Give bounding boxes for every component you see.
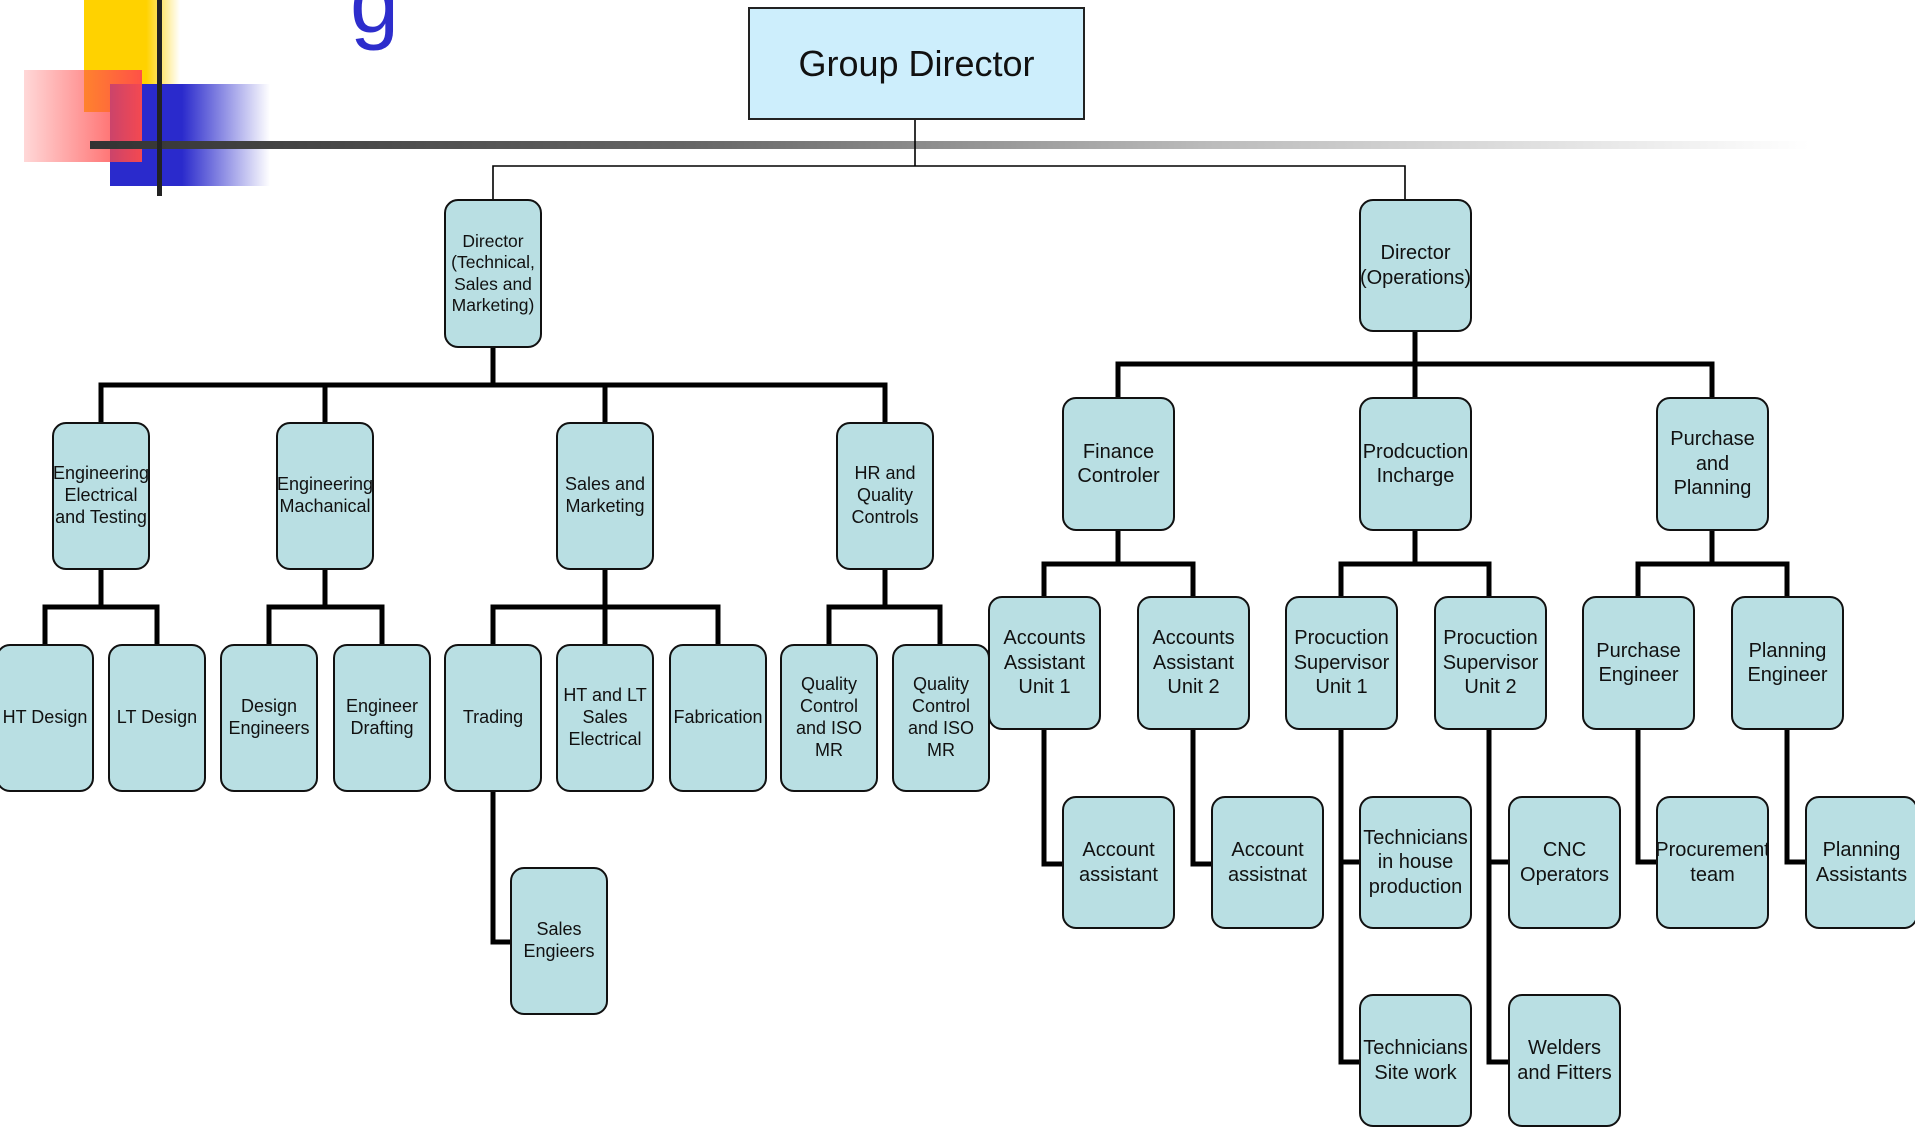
node-director-technical: Director (Technical, Sales and Marketing… [444,199,542,348]
node-accounts-assistant-unit2: Accounts Assistant Unit 2 [1137,596,1250,730]
node-purchase-planning: Purchase and Planning [1656,397,1769,531]
node-finance-controller: Finance Controler [1062,397,1175,531]
node-engineering-mechanical: Engineering Machanical [276,422,374,570]
node-production-supervisor-unit2: Procuction Supervisor Unit 2 [1434,596,1547,730]
node-sales-marketing: Sales and Marketing [556,422,654,570]
node-engineering-electrical: Engineering Electrical and Testing [52,422,150,570]
node-planning-engineer: Planning Engineer [1731,596,1844,730]
node-technicians-site: Technicians Site work [1359,994,1472,1127]
node-planning-assistants: Planning Assistants [1805,796,1915,929]
node-welders-fitters: Welders and Fitters [1508,994,1621,1127]
node-sales-engineers: Sales Engieers [510,867,608,1015]
node-account-assistnat: Account assistnat [1211,796,1324,929]
node-procurement-team: Procurement team [1656,796,1769,929]
node-group-director: Group Director [748,7,1085,120]
node-account-assistant: Account assistant [1062,796,1175,929]
node-purchase-engineer: Purchase Engineer [1582,596,1695,730]
node-director-operations: Director (Operations) [1359,199,1472,332]
node-ht-lt-sales: HT and LT Sales Electrical [556,644,654,792]
node-quality-control-2: Quality Control and ISO MR [892,644,990,792]
slide-title-fragment: g [350,0,399,51]
node-hr-quality: HR and Quality Controls [836,422,934,570]
node-cnc-operators: CNC Operators [1508,796,1621,929]
node-engineer-drafting: Engineer Drafting [333,644,431,792]
node-ht-design: HT Design [0,644,94,792]
decor-vertical-rule [157,0,162,196]
node-technicians-inhouse: Technicians in house production [1359,796,1472,929]
node-quality-control-1: Quality Control and ISO MR [780,644,878,792]
node-design-engineers: Design Engineers [220,644,318,792]
node-lt-design: LT Design [108,644,206,792]
decor-horizontal-rule [90,141,1810,149]
node-fabrication: Fabrication [669,644,767,792]
node-production-incharge: Prodcuction Incharge [1359,397,1472,531]
node-trading: Trading [444,644,542,792]
node-production-supervisor-unit1: Procuction Supervisor Unit 1 [1285,596,1398,730]
node-accounts-assistant-unit1: Accounts Assistant Unit 1 [988,596,1101,730]
